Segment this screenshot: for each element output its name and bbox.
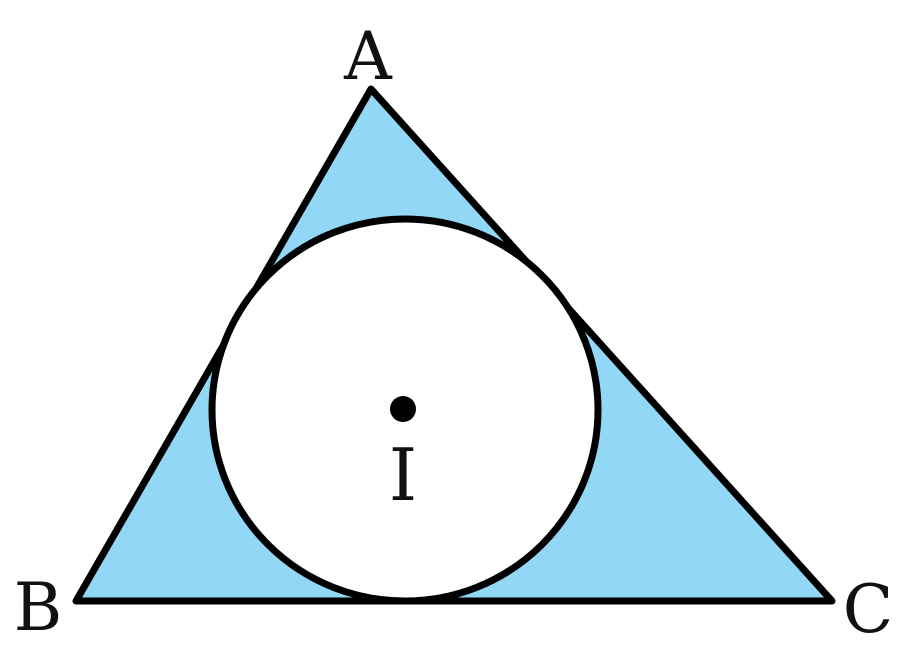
- incenter-label: I: [389, 433, 417, 517]
- vertex-label-c: C: [843, 571, 894, 648]
- incenter-point: [390, 396, 416, 422]
- vertex-label-b: B: [14, 569, 63, 646]
- vertex-label-a: A: [343, 18, 393, 95]
